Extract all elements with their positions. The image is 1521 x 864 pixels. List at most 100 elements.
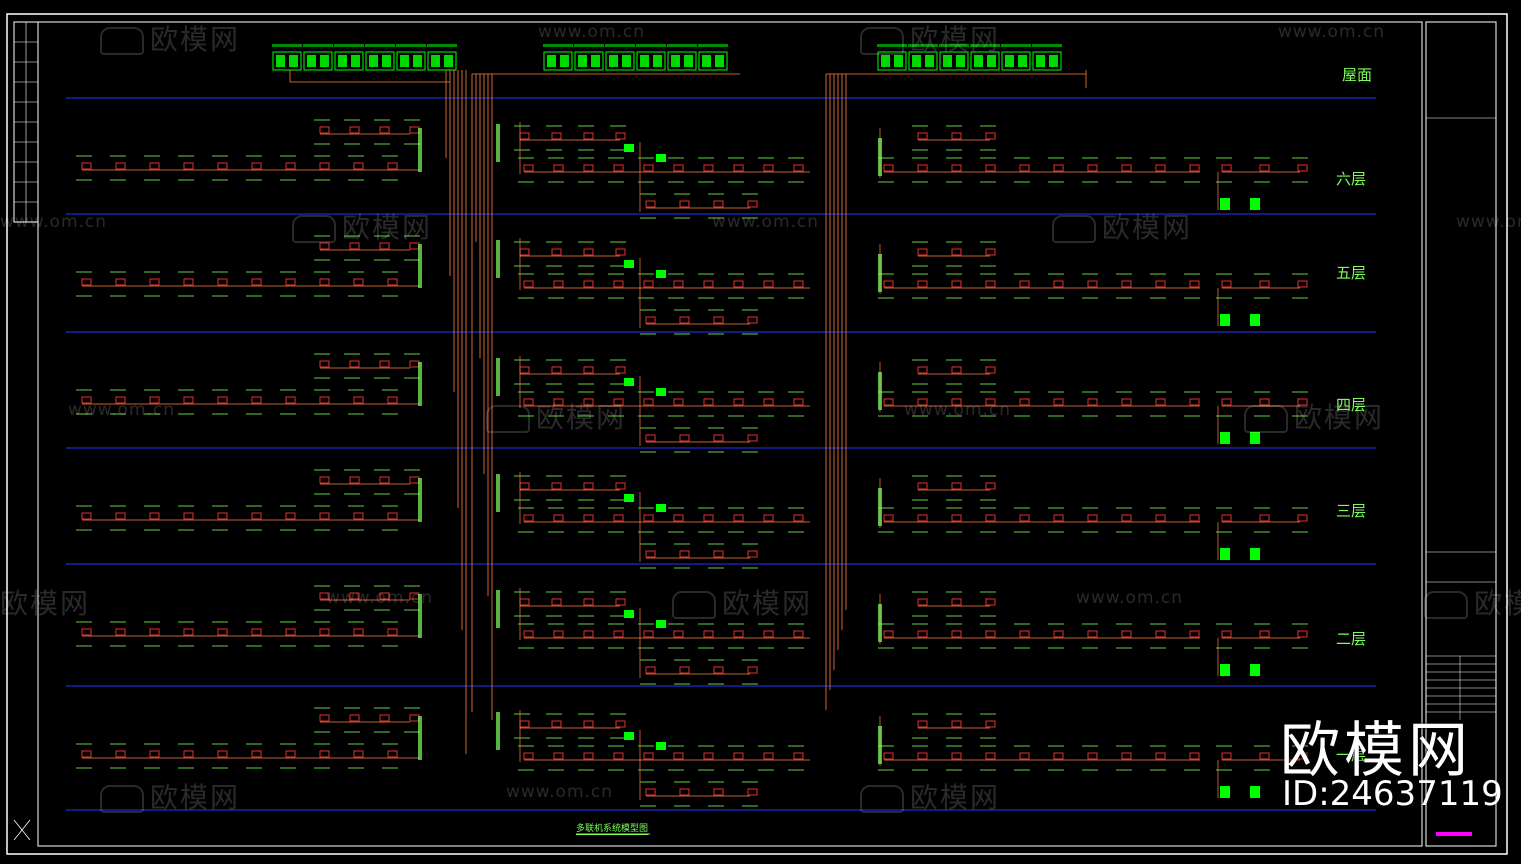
indoor-unit: [679, 788, 690, 796]
indoor-unit: [747, 666, 758, 674]
outdoor-unit-fan: [894, 55, 903, 67]
indoor-unit: [81, 512, 92, 520]
indoor-unit: [217, 278, 228, 286]
indoor-unit: [951, 598, 962, 606]
indoor-unit: [1221, 280, 1232, 288]
indoor-unit: [387, 162, 398, 170]
indoor-unit: [883, 398, 894, 406]
brand-name: 欧模网: [1280, 716, 1472, 786]
indoor-unit: [733, 280, 744, 288]
indoor-unit: [387, 628, 398, 636]
indoor-unit: [1121, 164, 1132, 172]
indoor-unit: [519, 248, 530, 256]
outdoor-unit-tag: [427, 44, 457, 47]
indoor-unit: [713, 316, 724, 324]
indoor-unit: [519, 366, 530, 374]
indoor-unit: [883, 630, 894, 638]
indoor-unit: [1297, 280, 1308, 288]
outdoor-unit-fan: [671, 55, 680, 67]
indoor-unit: [763, 398, 774, 406]
indoor-unit: [285, 396, 296, 404]
indoor-unit: [713, 788, 724, 796]
outdoor-unit-tag: [303, 44, 333, 47]
outdoor-unit-fan: [974, 55, 983, 67]
outdoor-unit-tag: [334, 44, 364, 47]
branch-box: [624, 610, 634, 618]
indoor-unit: [319, 750, 330, 758]
indoor-unit: [217, 512, 228, 520]
branch-box: [1220, 432, 1230, 444]
outdoor-unit-fan: [369, 55, 378, 67]
indoor-unit: [1297, 164, 1308, 172]
branch-box: [624, 260, 634, 268]
indoor-unit: [319, 592, 330, 600]
indoor-unit: [1087, 164, 1098, 172]
riser-label: [496, 240, 500, 278]
indoor-unit: [733, 514, 744, 522]
indoor-unit: [679, 550, 690, 558]
outdoor-unit: [427, 51, 457, 71]
indoor-unit: [763, 164, 774, 172]
riser-label: [418, 478, 422, 522]
indoor-unit: [319, 360, 330, 368]
indoor-unit: [673, 280, 684, 288]
indoor-unit: [951, 164, 962, 172]
outdoor-unit-fan: [1018, 55, 1027, 67]
indoor-unit: [1053, 752, 1064, 760]
indoor-unit: [319, 126, 330, 134]
outdoor-unit-tag: [574, 44, 604, 47]
outdoor-unit-fan: [307, 55, 316, 67]
indoor-unit: [713, 550, 724, 558]
indoor-unit: [703, 164, 714, 172]
indoor-unit: [917, 514, 928, 522]
indoor-unit: [1259, 514, 1270, 522]
indoor-unit: [917, 752, 928, 760]
indoor-unit: [985, 398, 996, 406]
indoor-unit: [319, 714, 330, 722]
outdoor-unit-fan: [276, 55, 285, 67]
indoor-unit: [551, 720, 562, 728]
branch-box: [1250, 786, 1260, 798]
outdoor-unit-fan: [338, 55, 347, 67]
indoor-unit: [583, 280, 594, 288]
indoor-unit: [703, 398, 714, 406]
indoor-unit: [985, 720, 996, 728]
indoor-unit: [615, 132, 626, 140]
branch-box: [656, 620, 666, 628]
riser-label: [878, 604, 882, 642]
indoor-unit: [951, 280, 962, 288]
branch-box: [1220, 314, 1230, 326]
indoor-unit: [285, 512, 296, 520]
indoor-unit: [353, 162, 364, 170]
riser-label: [496, 124, 500, 162]
outdoor-unit-fan: [640, 55, 649, 67]
indoor-unit: [81, 628, 92, 636]
indoor-unit: [1087, 752, 1098, 760]
branch-box: [1220, 198, 1230, 210]
indoor-unit: [1189, 630, 1200, 638]
indoor-unit: [673, 164, 684, 172]
branch-box: [624, 378, 634, 386]
branch-box: [1220, 548, 1230, 560]
indoor-unit: [985, 366, 996, 374]
indoor-unit: [583, 514, 594, 522]
branch-box: [1250, 314, 1260, 326]
title-block-mark: [1436, 832, 1472, 836]
indoor-unit: [793, 280, 804, 288]
floor-label-5: 五层: [1336, 264, 1367, 282]
indoor-unit: [115, 396, 126, 404]
indoor-unit: [387, 750, 398, 758]
outdoor-unit: [908, 51, 938, 71]
outdoor-unit-fan: [591, 55, 600, 67]
outdoor-unit-tag: [272, 44, 302, 47]
indoor-unit: [251, 396, 262, 404]
indoor-unit: [1019, 398, 1030, 406]
indoor-unit: [793, 164, 804, 172]
indoor-unit: [985, 280, 996, 288]
outdoor-unit-fan: [925, 55, 934, 67]
riser-label: [418, 716, 422, 760]
indoor-unit: [217, 396, 228, 404]
indoor-unit: [217, 628, 228, 636]
indoor-unit: [643, 280, 654, 288]
indoor-unit: [183, 512, 194, 520]
